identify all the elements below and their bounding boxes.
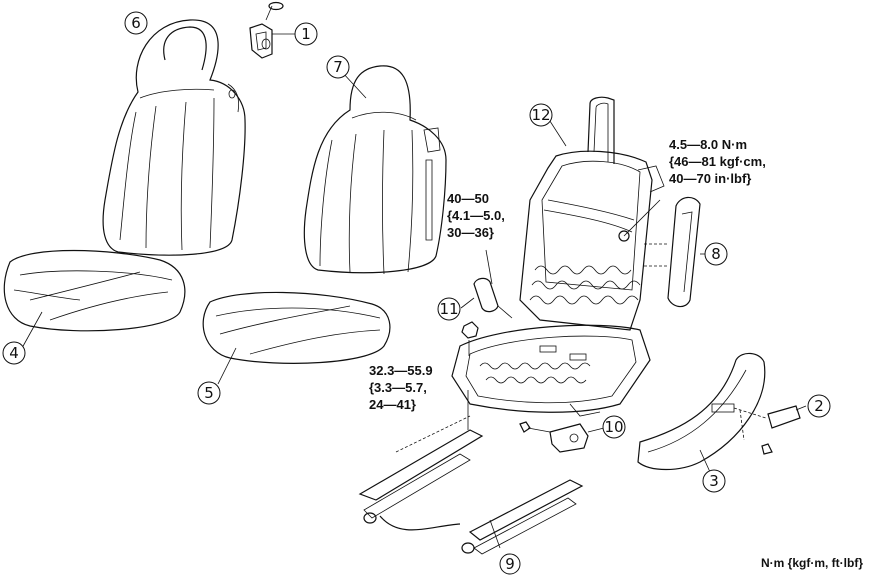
part-6-seatback-trim bbox=[102, 19, 246, 256]
callout-1: 1 bbox=[294, 22, 318, 46]
svg-text:2: 2 bbox=[814, 397, 824, 415]
torque-line: {4.1—5.0, bbox=[447, 208, 505, 223]
torque-line: 40—50 bbox=[447, 191, 489, 206]
part-12-seatback-frame bbox=[519, 96, 665, 331]
svg-text:4: 4 bbox=[9, 344, 19, 362]
callout-9: 9 bbox=[499, 553, 521, 575]
callout-8: 8 bbox=[704, 242, 728, 266]
part-9-seat-rails bbox=[358, 415, 584, 555]
callout-3: 3 bbox=[702, 469, 726, 493]
part-3-side-shield bbox=[637, 352, 766, 473]
torque-line: {46—81 kgf·cm, bbox=[669, 154, 766, 169]
torque-line: 24—41} bbox=[369, 397, 416, 412]
callout-10: 10 bbox=[602, 415, 626, 439]
part-10-bracket bbox=[519, 421, 605, 453]
part-11-belt-buckle bbox=[460, 249, 513, 319]
svg-text:3: 3 bbox=[709, 472, 719, 490]
torque-spec-rail-nut: 32.3—55.9 {3.3—5.7, 24—41} bbox=[369, 362, 433, 413]
torque-line: 40—70 in·lbf} bbox=[669, 171, 752, 186]
seat-cushion-frame bbox=[451, 324, 651, 417]
rail-nut bbox=[461, 321, 479, 430]
callout-7: 7 bbox=[326, 55, 350, 79]
svg-text:6: 6 bbox=[131, 14, 141, 32]
callouts: 1 2 3 4 5 6 7 8 9 10 11 12 bbox=[2, 11, 831, 575]
torque-spec-recliner: 4.5—8.0 N·m {46—81 kgf·cm, 40—70 in·lbf} bbox=[669, 136, 766, 187]
callout-4: 4 bbox=[2, 341, 26, 365]
torque-line: {3.3—5.7, bbox=[369, 380, 427, 395]
part-5-cushion-trim bbox=[202, 291, 391, 385]
callout-6: 6 bbox=[124, 11, 148, 35]
torque-spec-belt-buckle: 40—50 {4.1—5.0, 30—36} bbox=[447, 190, 505, 241]
svg-text:11: 11 bbox=[439, 300, 458, 318]
svg-text:12: 12 bbox=[531, 106, 550, 124]
torque-line: 4.5—8.0 N·m bbox=[669, 137, 748, 152]
part-7-seatback-trim bbox=[303, 65, 447, 275]
part-1-guide-clip bbox=[249, 1, 295, 59]
torque-line: 30—36} bbox=[447, 225, 494, 240]
svg-text:5: 5 bbox=[204, 384, 214, 402]
callout-12: 12 bbox=[529, 103, 553, 127]
svg-text:7: 7 bbox=[333, 58, 343, 76]
callout-11: 11 bbox=[437, 297, 461, 321]
units-legend: N·m {kgf·m, ft·lbf} bbox=[761, 556, 863, 570]
callout-2: 2 bbox=[807, 394, 831, 418]
svg-text:9: 9 bbox=[505, 555, 515, 573]
callout-5: 5 bbox=[197, 381, 221, 405]
part-8-side-cover bbox=[644, 196, 710, 308]
svg-text:1: 1 bbox=[301, 25, 311, 43]
svg-text:8: 8 bbox=[711, 245, 721, 263]
svg-text:10: 10 bbox=[604, 418, 623, 436]
part-4-cushion-trim bbox=[3, 249, 186, 349]
torque-line: 32.3—55.9 bbox=[369, 363, 433, 378]
part-2-lever-knob bbox=[733, 405, 807, 455]
